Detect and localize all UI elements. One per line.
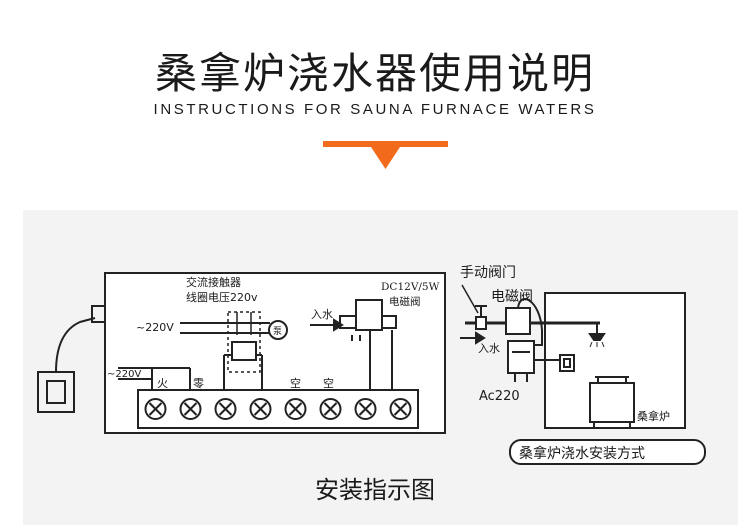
terminal-label-spare-2: 空	[323, 376, 334, 390]
terminal-label-live: 火	[157, 377, 168, 390]
contactor-label-1: 交流接触器	[186, 275, 241, 289]
page-title: 桑拿炉浇水器使用说明	[154, 49, 595, 98]
furnace-icon	[589, 382, 635, 423]
terminal-screw-slash	[358, 402, 373, 416]
terminal-screw-slash	[288, 402, 303, 416]
install-solenoid-label: 电磁阀	[491, 289, 533, 305]
terminal-label-neutral: 零	[193, 377, 204, 390]
terminal-screw-slash	[183, 402, 198, 416]
shower-head-icon	[588, 333, 606, 341]
manual-valve-icon	[475, 316, 487, 330]
terminal-screw-slash	[323, 402, 338, 416]
contactor-label-2: 线圈电压220v	[186, 290, 258, 304]
wall-socket-icon	[559, 354, 575, 372]
terminal-screw-slash	[148, 402, 163, 416]
cable-plug	[91, 305, 107, 323]
manual-valve-label: 手动阀门	[460, 265, 516, 281]
wall-switch-rocker	[46, 380, 66, 404]
method-label: 桑拿炉浇水安装方式	[519, 445, 645, 462]
contactor-coil	[231, 341, 257, 361]
switch-cable	[55, 317, 96, 373]
power-label: Ac220	[479, 389, 520, 404]
diagram-caption: 安装指示图	[315, 476, 435, 504]
valve-name-label: 电磁阀	[389, 295, 421, 308]
method-label-box	[509, 439, 706, 465]
terminal-screws	[144, 398, 412, 420]
terminal-screw-slash	[393, 402, 408, 416]
wiring-water-in-label: 入水	[311, 308, 333, 321]
accent-bar	[323, 141, 448, 147]
terminal-screw-slash	[253, 402, 268, 416]
furnace-label: 桑拿炉	[637, 409, 670, 423]
panel-solenoid-body	[355, 299, 383, 331]
valve-spec-label: DC12V/5W	[381, 281, 440, 293]
supply-label-2: ~220V	[107, 369, 141, 380]
terminal-label-spare-1: 空	[290, 376, 301, 390]
install-water-in-label: 入水	[478, 342, 500, 355]
install-solenoid-icon	[505, 307, 531, 335]
pump-symbol	[268, 320, 288, 340]
contactor-dashed-box	[227, 311, 261, 373]
page-subtitle: INSTRUCTIONS FOR SAUNA FURNACE WATERS	[153, 101, 597, 118]
controller-box	[507, 340, 535, 374]
wall-switch	[37, 371, 75, 413]
accent-divider	[323, 141, 448, 169]
pump-label: 泵	[273, 326, 282, 337]
supply-label-1: ~220V	[136, 321, 174, 334]
terminal-screw-slash	[218, 402, 233, 416]
accent-triangle	[371, 147, 400, 169]
